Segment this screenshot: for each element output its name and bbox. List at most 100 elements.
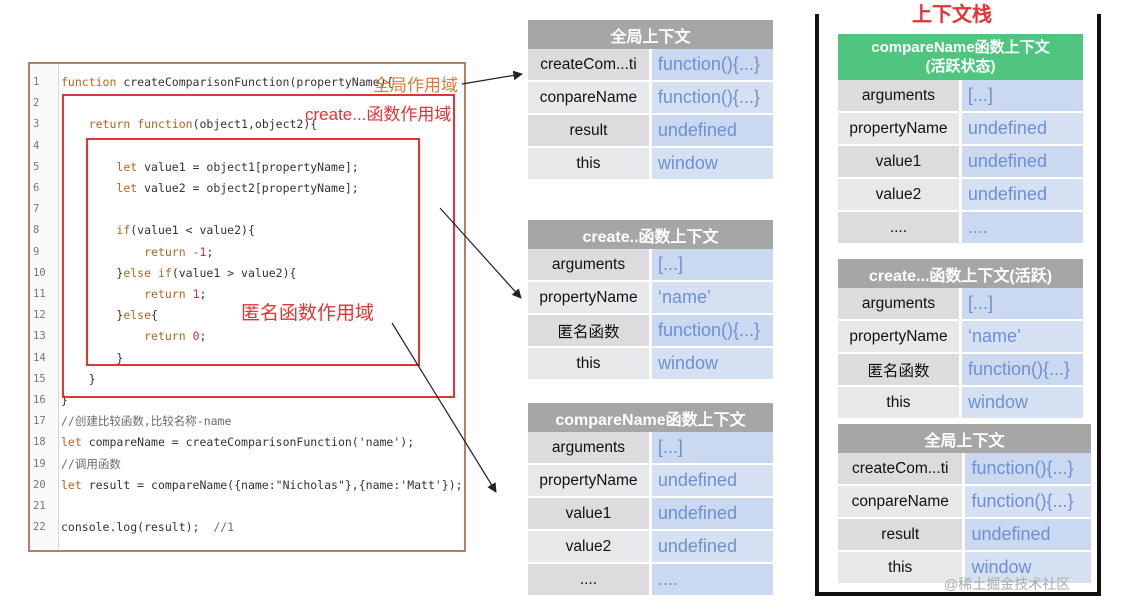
context-value: ‘name’ xyxy=(960,320,1083,354)
arrow-create-scope-to-create-context xyxy=(439,207,522,299)
context-row: propertyName‘name’ xyxy=(528,281,773,315)
line-number: 4 xyxy=(33,139,40,152)
context-value: function(){...} xyxy=(960,353,1083,387)
context-value: .... xyxy=(650,563,773,597)
code-text: let result = compareName({name:"Nicholas… xyxy=(61,477,463,492)
context-value: undefined xyxy=(650,114,773,148)
line-number: 10 xyxy=(33,266,46,279)
context-value: ‘name’ xyxy=(650,281,773,315)
line-number: 3 xyxy=(33,118,40,131)
context-row: ........ xyxy=(838,211,1083,245)
context-key: value1 xyxy=(528,497,652,531)
context-key: arguments xyxy=(838,288,962,321)
code-text: let value1 = object1[propertyName]; xyxy=(116,159,359,174)
context-key: this xyxy=(528,147,652,181)
context-value: undefined xyxy=(960,112,1083,146)
code-text: function createComparisonFunction(proper… xyxy=(61,75,394,89)
context-key: arguments xyxy=(528,249,652,282)
line-number: 21 xyxy=(33,500,46,512)
context-value: [...] xyxy=(960,288,1083,321)
context-key: .... xyxy=(838,211,962,245)
context-row: arguments[...] xyxy=(528,432,773,465)
context-value: function(){...} xyxy=(963,453,1091,486)
context-value: function(){...} xyxy=(650,49,773,82)
compare-name-context-title: compareName函数上下文 xyxy=(528,403,773,432)
context-key: 匿名函数 xyxy=(528,314,652,348)
context-key: propertyName xyxy=(528,281,652,315)
stack-create-context-table: create...函数上下文(活跃) arguments[...]propert… xyxy=(838,259,1083,420)
create-context-title: create..函数上下文 xyxy=(528,220,773,249)
context-value: undefined xyxy=(650,464,773,498)
anonymous-scope-label: 匿名函数作用域 xyxy=(241,303,375,324)
arrow-global-to-global-context xyxy=(461,70,523,85)
line-number: 22 xyxy=(33,521,46,534)
context-key: propertyName xyxy=(838,320,962,354)
line-number: 5 xyxy=(33,160,40,173)
context-key: result xyxy=(838,518,966,552)
stack-global-context-title: 全局上下文 xyxy=(838,424,1091,453)
code-text: let value2 = object2[propertyName]; xyxy=(116,181,359,195)
watermark: @稀土掘金技术社区 xyxy=(944,576,1071,592)
create-context-table: create..函数上下文 arguments[...]propertyName… xyxy=(528,220,773,381)
context-key: this xyxy=(528,347,652,381)
context-value: [...] xyxy=(650,249,773,282)
code-text: } xyxy=(61,371,96,386)
line-number: 2 xyxy=(33,97,40,110)
code-text: } xyxy=(61,350,124,365)
context-value: function(){...} xyxy=(963,485,1091,519)
context-key: conpareName xyxy=(838,485,966,519)
code-text: return 1; xyxy=(144,287,207,301)
context-key: propertyName xyxy=(838,112,962,146)
line-number: 6 xyxy=(33,182,40,194)
stack-create-context-title: create...函数上下文(活跃) xyxy=(838,259,1083,288)
global-scope-label: 全局作用域 xyxy=(373,76,458,95)
context-value: [...] xyxy=(650,432,773,465)
line-number: 13 xyxy=(33,330,46,343)
context-key: result xyxy=(528,114,652,148)
line-number: 12 xyxy=(33,309,46,322)
code-text: }else if(value1 > value2){ xyxy=(61,265,297,280)
context-key: propertyName xyxy=(528,464,652,498)
line-number: 18 xyxy=(33,436,46,449)
line-number: 8 xyxy=(33,224,40,237)
arrow-anonymous-scope-to-compare-context xyxy=(391,322,497,493)
global-context-title: 全局上下文 xyxy=(528,20,773,49)
context-value: window xyxy=(650,347,773,381)
code-text: return -1; xyxy=(144,244,214,259)
stack-compare-title-line1: compareName函数上下文 xyxy=(871,39,1050,56)
context-row: ........ xyxy=(528,563,773,597)
context-row: arguments[...] xyxy=(838,80,1083,113)
context-value: undefined xyxy=(960,178,1083,212)
context-key: value2 xyxy=(528,530,652,564)
context-value: window xyxy=(960,386,1083,420)
line-number: 20 xyxy=(33,478,46,491)
context-value: undefined xyxy=(960,145,1083,179)
context-value: function(){...} xyxy=(650,314,773,348)
code-text: } xyxy=(61,393,68,407)
stack-compare-title-line2: (活跃状态) xyxy=(925,58,996,75)
line-number-gutter xyxy=(30,64,59,550)
context-value: undefined xyxy=(650,530,773,564)
context-key: this xyxy=(838,386,962,420)
stack-compare-name-context-table: compareName函数上下文 (活跃状态) arguments[...]pr… xyxy=(838,34,1083,245)
context-value: window xyxy=(963,551,1091,585)
context-key: value2 xyxy=(838,178,962,212)
context-key: value1 xyxy=(838,145,962,179)
line-number: 7 xyxy=(33,203,40,216)
code-text: return 0; xyxy=(144,329,207,344)
code-text: //调用函数 xyxy=(61,456,121,471)
code-text: console.log(result); //1 xyxy=(61,520,235,535)
